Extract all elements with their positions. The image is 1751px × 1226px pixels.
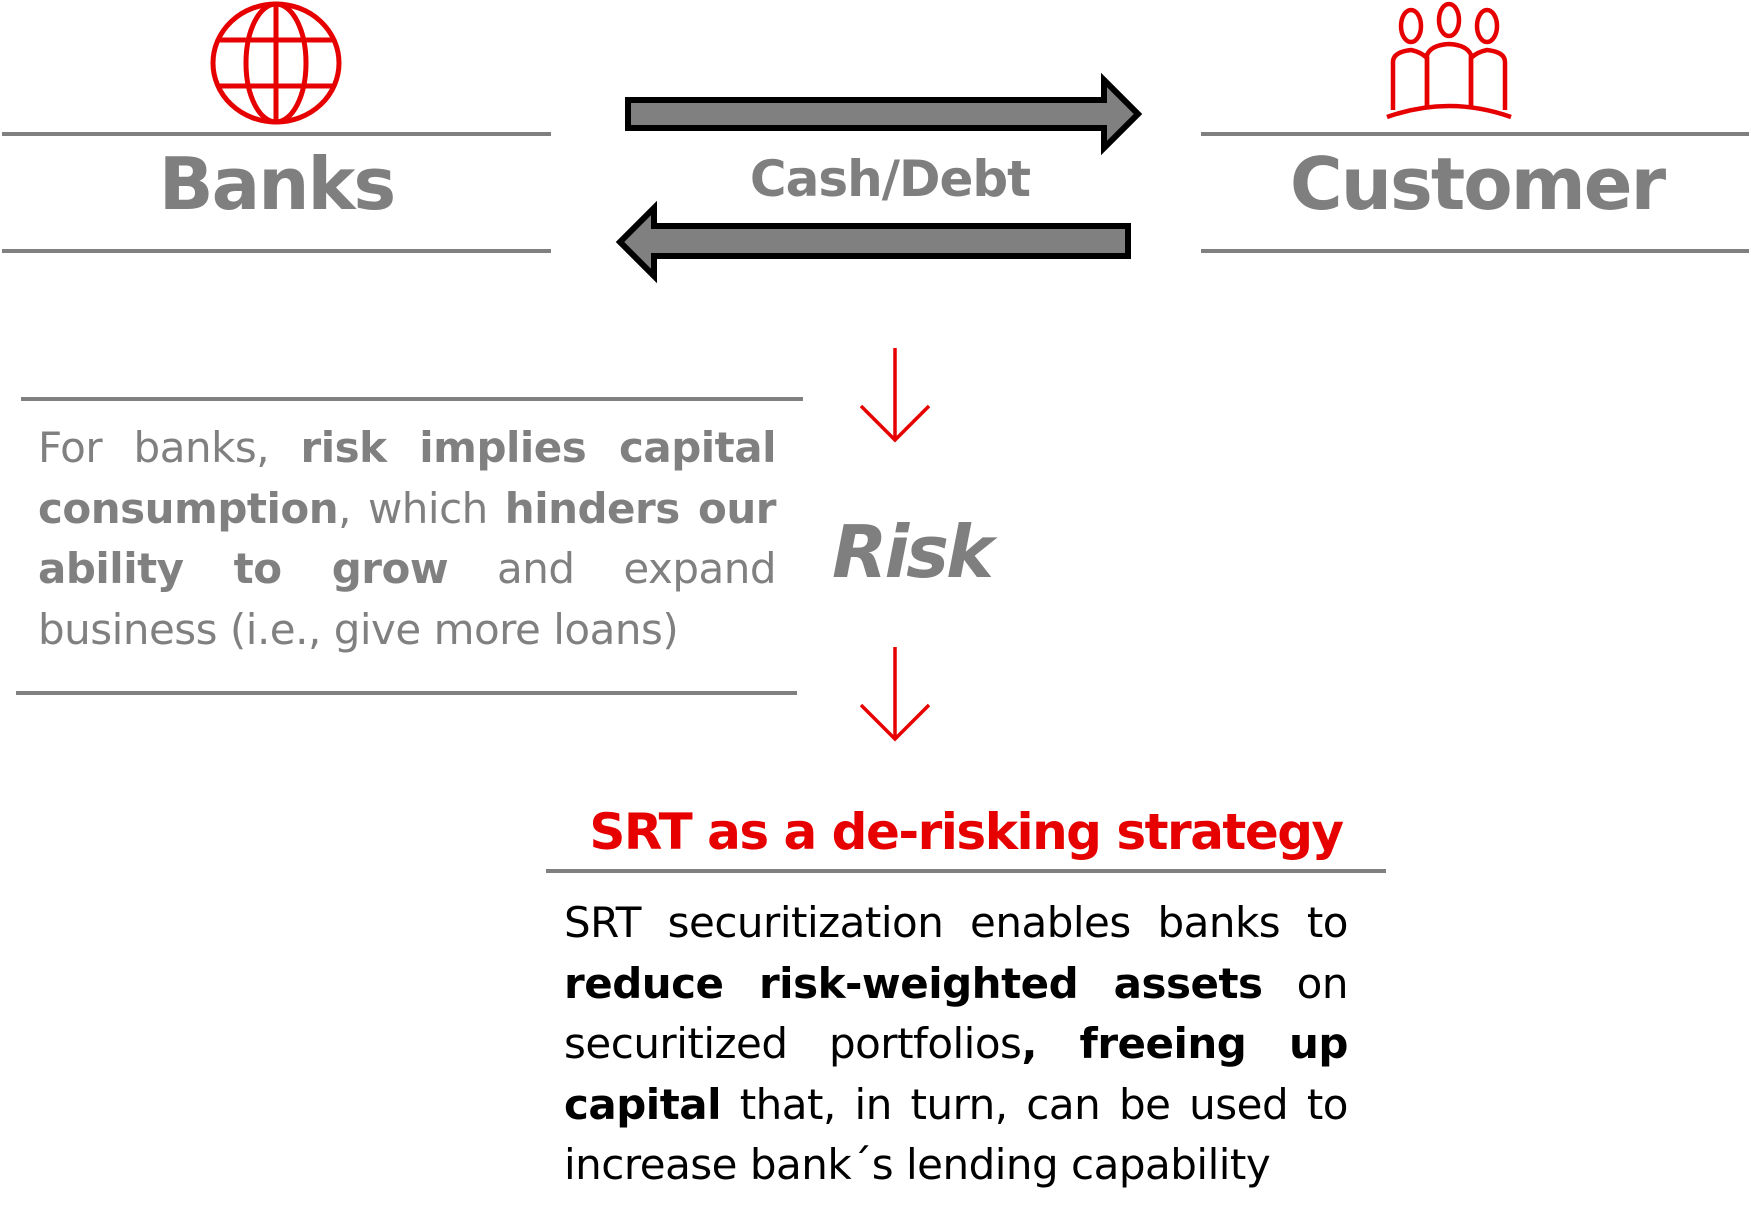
down-arrow-icon [859,647,931,742]
people-icon [1386,1,1512,120]
srt-title: SRT as a de-risking strategy [589,803,1344,861]
risk-text-bold: hinders our ability to grow [38,483,777,594]
customer-bottom-line [1201,249,1749,253]
srt-text-bold: , freeing up capital [564,1019,1349,1129]
down-arrow-icon [859,348,931,443]
globe-icon [210,1,342,125]
srt-text: that, in turn, can be used to increase b… [564,1079,1349,1190]
srt-paragraph: SRT securitization enables banks to redu… [564,893,1349,1196]
srt-text-bold: reduce risk-weighted assets [564,958,1263,1008]
risk-text: and expand business (i.e., give more loa… [38,544,777,654]
right-arrow-icon [625,72,1143,156]
risk-paragraph: For banks, risk implies capital consumpt… [38,418,777,660]
srt-text: on securitized portfolios [564,958,1349,1069]
banks-label: Banks [158,142,396,226]
risk-bottom-line [16,691,797,695]
srt-text: SRT securitization enables banks to [564,898,1349,947]
customer-label: Customer [1289,142,1666,226]
risk-label: Risk [832,510,994,594]
risk-text: For banks, [38,423,301,472]
srt-line [546,869,1386,873]
risk-top-line [21,397,803,401]
risk-text: , which [338,483,505,533]
customer-top-line [1201,132,1749,136]
banks-top-line [2,132,551,136]
risk-text-bold: risk implies capital consumption [38,423,777,533]
banks-bottom-line [2,249,551,253]
left-arrow-icon [615,200,1131,284]
cash-debt-label: Cash/Debt [749,150,1031,208]
